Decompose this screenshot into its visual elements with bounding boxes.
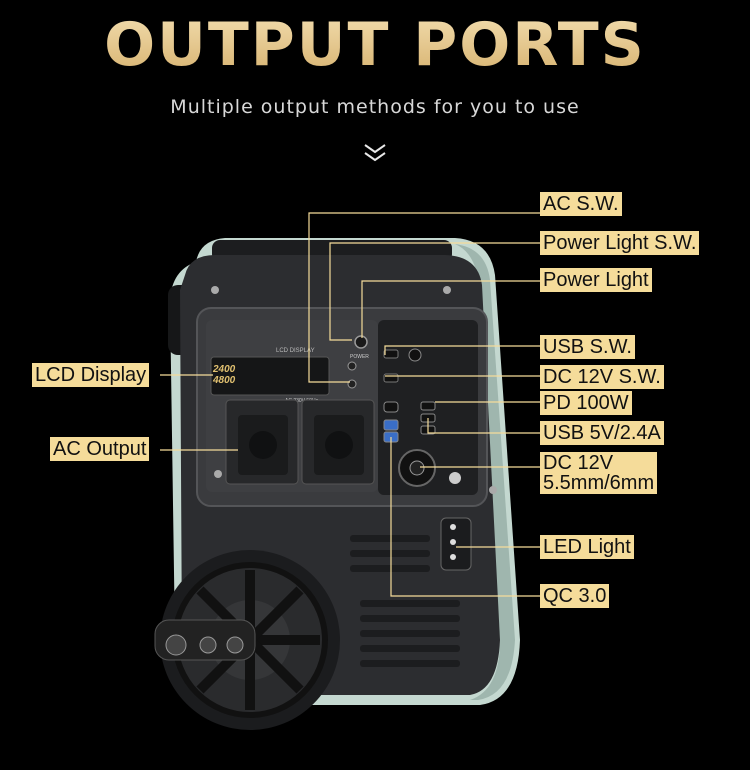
label-led-light: LED Light: [540, 535, 634, 559]
lcd-panel-label: LCD DISPLAY: [276, 348, 315, 354]
page-subtitle: Multiple output methods for you to use: [170, 96, 580, 118]
page-title: OUTPUT PORTS: [0, 10, 750, 80]
chevron-down-icon: [364, 144, 386, 162]
label-dc-12v-switch: DC 12V S.W.: [540, 365, 664, 389]
svg-text:4800: 4800: [212, 375, 236, 386]
label-usb-5v: USB 5V/2.4A: [540, 421, 664, 445]
label-dc-12v: DC 12V 5.5mm/6mm: [540, 452, 658, 494]
label-qc-3: QC 3.0: [540, 584, 610, 608]
label-dc-12v-line2: 5.5mm/6mm: [543, 472, 655, 494]
svg-text:2400: 2400: [212, 364, 236, 375]
label-power-light: Power Light: [540, 268, 652, 292]
label-ac-switch: AC S.W.: [540, 192, 622, 216]
label-dc-12v-line1: DC 12V: [543, 452, 614, 474]
svg-text:POWER: POWER: [350, 354, 369, 360]
svg-text:AC 230V 50Hz: AC 230V 50Hz: [285, 398, 319, 404]
label-ac-output: AC Output: [50, 437, 150, 461]
label-usb-switch: USB S.W.: [540, 335, 635, 359]
label-lcd-display: LCD Display: [32, 363, 150, 387]
label-power-light-switch: Power Light S.W.: [540, 231, 700, 255]
label-pd-100w: PD 100W: [540, 391, 632, 415]
